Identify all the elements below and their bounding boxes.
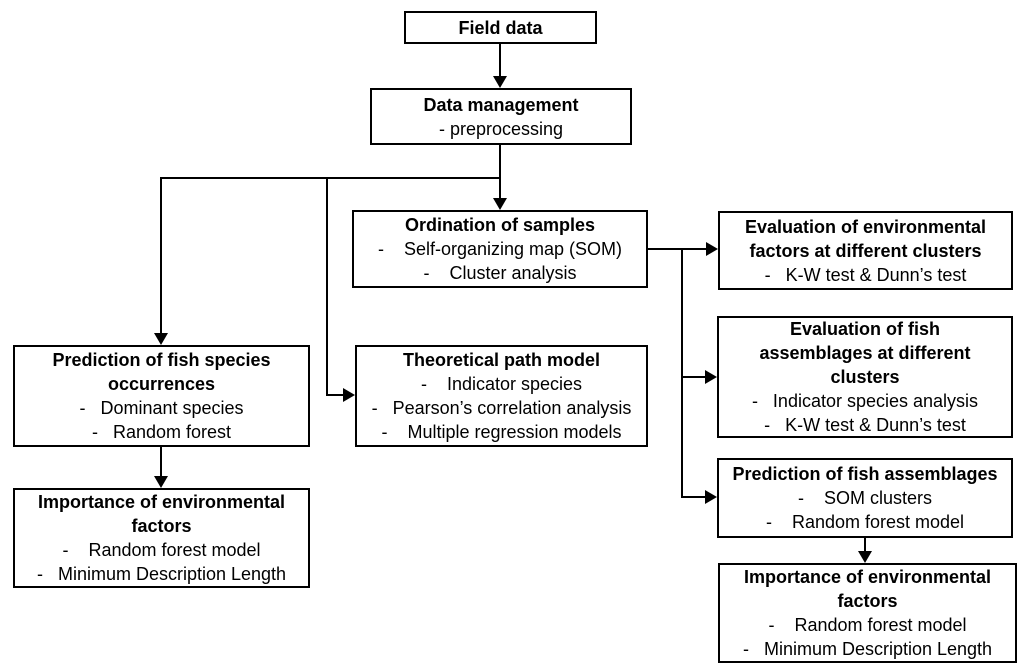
arrowhead-right-icon <box>343 388 355 402</box>
node-title: Prediction of fish assemblages <box>732 464 998 484</box>
node-line: - K-W test & Dunn’s test <box>764 264 967 285</box>
arrowhead-down-icon <box>858 551 872 563</box>
node-title: Evaluation of fish assemblages at differ… <box>759 319 971 387</box>
node-line: - Indicator species <box>420 374 583 394</box>
node-title: Prediction of fish species occurrences <box>52 350 271 394</box>
node-line: - Pearson’s correlation analysis <box>371 398 632 418</box>
node-title: Data management <box>423 94 579 115</box>
node-data-management: Data management - preprocessing <box>370 88 632 145</box>
arrowhead-right-icon <box>705 370 717 384</box>
branch-line-right <box>681 248 683 498</box>
connector-ordination-eval-env <box>648 248 706 250</box>
node-importance-env-factors-right: Importance of environmental factors - Ra… <box>718 563 1017 663</box>
node-evaluation-fish-assemblages: Evaluation of fish assemblages at differ… <box>717 316 1013 438</box>
node-line: - K-W test & Dunn’s test <box>764 415 966 435</box>
connector-branch-theoretical-path-elbow <box>326 394 344 396</box>
node-line: - Random forest model <box>62 540 261 560</box>
arrowhead-down-icon <box>493 198 507 210</box>
node-title: Evaluation of environmental factors at d… <box>744 216 987 261</box>
node-field-data: Field data <box>404 11 597 44</box>
node-title: Ordination of samples <box>404 215 596 235</box>
arrowhead-down-icon <box>493 76 507 88</box>
arrowhead-down-icon <box>154 333 168 345</box>
node-line: - Random forest <box>91 422 232 442</box>
node-title: Importance of environmental factors <box>743 567 992 611</box>
connector-branch-theoretical-path <box>326 177 328 396</box>
connector-prediction-assemblages-importance <box>864 538 866 553</box>
branch-line-left <box>161 177 501 179</box>
node-title: Theoretical path model <box>402 350 601 370</box>
node-line: - Self-organizing map (SOM) <box>377 239 623 259</box>
node-theoretical-path-model: Theoretical path model - Indicator speci… <box>355 345 648 447</box>
node-importance-env-factors-left: Importance of environmental factors - Ra… <box>13 488 310 588</box>
connector-branch-prediction-species <box>160 177 162 335</box>
arrowhead-right-icon <box>706 242 718 256</box>
node-line: - Dominant species <box>79 398 244 418</box>
connector-prediction-species-importance <box>160 447 162 477</box>
arrowhead-right-icon <box>705 490 717 504</box>
node-line: - Multiple regression models <box>381 422 622 442</box>
node-title: Field data <box>458 17 543 38</box>
connector-fielddata-datamanagement <box>499 43 501 78</box>
node-line: - Cluster analysis <box>423 263 577 283</box>
node-prediction-fish-species: Prediction of fish species occurrences -… <box>13 345 310 447</box>
node-ordination-of-samples: Ordination of samples - Self-organizing … <box>352 210 648 288</box>
node-evaluation-env-factors: Evaluation of environmental factors at d… <box>718 211 1013 290</box>
arrowhead-down-icon <box>154 476 168 488</box>
node-line: - Minimum Description Length <box>36 564 287 584</box>
node-line: - Random forest model <box>768 615 967 635</box>
node-line: - Random forest model <box>765 512 965 532</box>
node-line: - preprocessing <box>438 118 564 139</box>
connector-branch-eval-fish <box>681 376 705 378</box>
node-prediction-fish-assemblages: Prediction of fish assemblages - SOM clu… <box>717 458 1013 538</box>
node-line: - Minimum Description Length <box>742 639 993 659</box>
node-line: - Indicator species analysis <box>751 391 979 411</box>
node-title: Importance of environmental factors <box>37 492 286 536</box>
connector-datamanagement-ordination <box>499 145 501 200</box>
node-line: - SOM clusters <box>797 488 932 508</box>
connector-branch-prediction-assemblages <box>681 496 705 498</box>
